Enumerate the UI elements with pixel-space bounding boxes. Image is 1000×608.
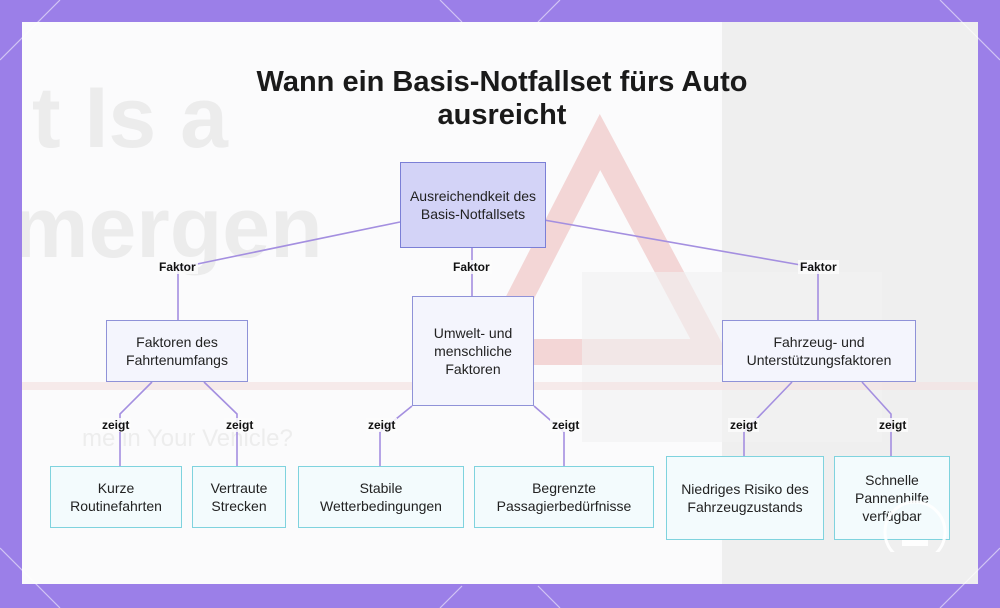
- frame-decoration: [0, 0, 1000, 608]
